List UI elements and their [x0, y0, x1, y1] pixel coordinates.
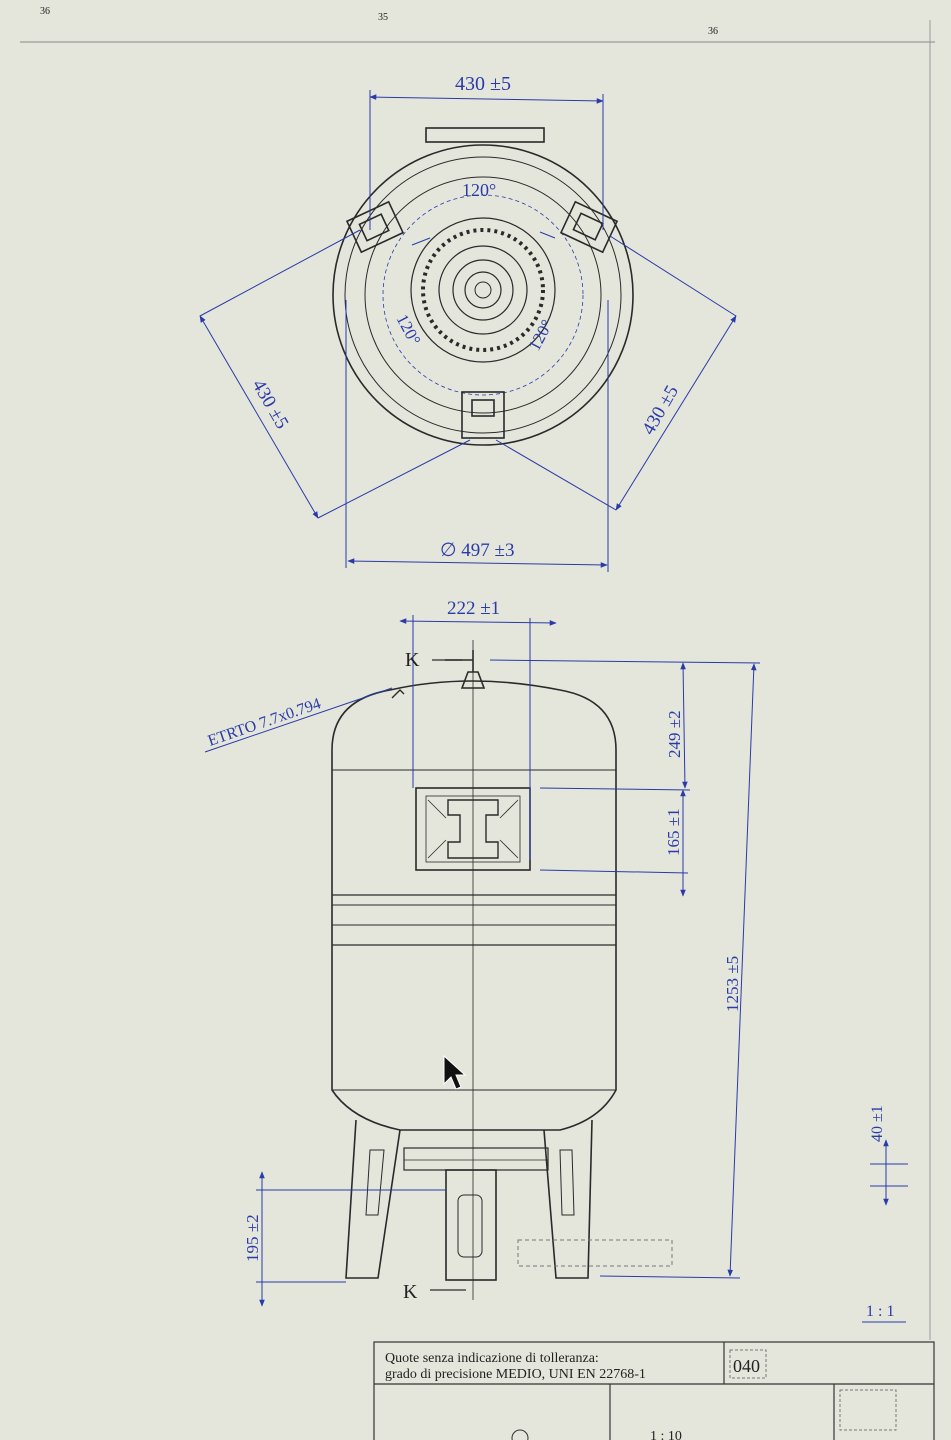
dim-right-label: 430 ±5 — [638, 382, 683, 439]
dim-diameter-line — [347, 558, 608, 568]
dim-top-to-bracket-label: 249 ±2 — [665, 710, 684, 758]
mouse-cursor-icon — [443, 1054, 467, 1090]
leg-front-slot — [457, 1194, 483, 1258]
flange-mid — [438, 245, 528, 335]
corner-mark-1: 36 — [40, 6, 50, 17]
dim-offset-label: 222 ±1 — [447, 598, 500, 619]
flange-outer — [410, 217, 556, 363]
top-flange-plate — [425, 127, 545, 143]
dim-width-line — [369, 94, 604, 104]
angle-left-label: 120° — [392, 311, 424, 348]
top-view-dimensions — [199, 90, 737, 572]
flange-center — [474, 281, 492, 299]
valve-nipple — [391, 689, 405, 699]
dim-height-label: 1253 ±5 — [723, 956, 742, 1012]
drawing-code: 040 — [733, 1356, 760, 1376]
corner-mark-2: 35 — [378, 12, 388, 23]
dim-left-label: 430 ±5 — [248, 376, 293, 433]
top-view — [332, 127, 634, 446]
leg-left — [345, 1119, 401, 1279]
flange-bolt-ring — [421, 228, 545, 352]
leg-left-slot — [365, 1149, 385, 1216]
side-view — [331, 640, 617, 1300]
title-block — [373, 1341, 935, 1440]
corner-mark-3: 36 — [708, 26, 718, 37]
leg-pitch-circle — [382, 194, 584, 396]
leg-plan-bottom — [461, 391, 505, 439]
dim-detail-label: 40 ±1 — [869, 1105, 886, 1142]
section-mark-bottom: K — [403, 1281, 418, 1303]
dim-foot-label: 195 ±2 — [243, 1214, 262, 1262]
dim-left-line — [199, 315, 319, 519]
side-view-dimensions — [204, 615, 908, 1323]
angle-top-label: 120° — [462, 180, 496, 200]
dim-top-to-bracket-line — [680, 662, 688, 789]
dim-height-line — [727, 663, 757, 1277]
top-valve — [460, 671, 486, 689]
scale-partial: 1 : 10 — [650, 1429, 682, 1440]
dim-offset-line — [399, 618, 557, 626]
dim-bracket-label: 165 ±1 — [664, 808, 683, 856]
valve-leader-line — [204, 687, 393, 753]
tank-inner-circle — [344, 156, 622, 434]
dim-width-label: 430 ±5 — [455, 73, 511, 95]
flange-core — [464, 271, 502, 309]
detail-scale-label: 1 : 1 — [866, 1303, 894, 1320]
tank-band-circle — [364, 176, 602, 414]
leg-right-slot — [559, 1149, 575, 1216]
leg-front — [445, 1169, 497, 1281]
bottom-flange — [403, 1147, 549, 1171]
title-block-frame — [373, 1341, 935, 1440]
title-block-text: Quote senza indicazione di tolleranza: g… — [385, 1351, 760, 1440]
tolerance-note-1: Quote senza indicazione di tolleranza: — [385, 1351, 599, 1366]
text-placeholder-box — [517, 1239, 673, 1267]
sheet-frame: 36 35 36 — [20, 6, 935, 1340]
dim-diameter-label: ∅ 497 ±3 — [440, 540, 514, 561]
tank-outer-circle — [332, 144, 634, 446]
leg-plan-right — [559, 200, 619, 254]
valve-label: ETRTO 7.7x0.794 — [206, 695, 323, 750]
dim-right-line — [615, 315, 737, 511]
bracket-hanger-shape — [447, 799, 499, 859]
section-mark-top: K — [405, 649, 420, 671]
leg-right — [543, 1119, 593, 1279]
angle-right-label: 120° — [525, 316, 557, 353]
flange-inner — [452, 259, 514, 321]
tolerance-note-2: grado di precisione MEDIO, UNI EN 22768-… — [385, 1367, 646, 1382]
